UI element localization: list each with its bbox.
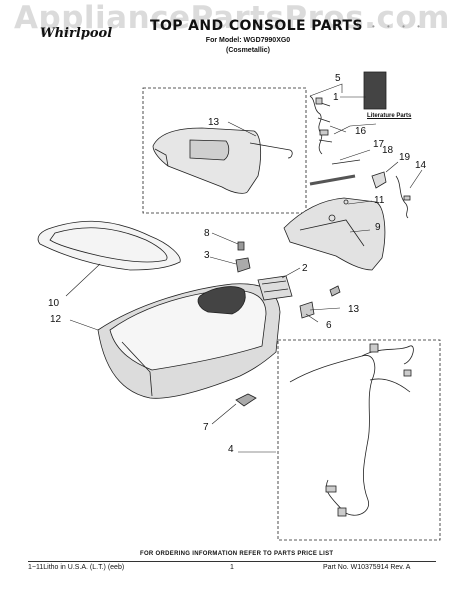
callout-7: 7 (203, 422, 209, 433)
callout-3: 3 (204, 250, 210, 261)
callout-20: 19 (399, 152, 411, 163)
lid-window-part (37, 220, 181, 271)
model-info: For Model: WGD7990XG0 (Cosmetallic) (193, 36, 303, 56)
callout-13: 13 (348, 304, 360, 315)
header-dots: • • • • • (357, 22, 425, 31)
control-board-part (257, 275, 293, 301)
screw-part (329, 285, 341, 297)
literature-parts-label: Literature Parts (367, 113, 412, 119)
callout-18: 17 (373, 139, 385, 150)
callout-17: 16 (355, 126, 367, 137)
console-panel-part (152, 127, 293, 194)
page-title: TOP AND CONSOLE PARTS (150, 18, 363, 34)
callout-2: 2 (302, 263, 308, 274)
wire-harness-part (289, 343, 414, 517)
model-line: For Model: WGD7990XG0 (205, 37, 291, 44)
wiring-parts (309, 71, 411, 219)
callout-5: 5 (335, 73, 341, 84)
callout-1: 1 (333, 92, 339, 103)
harness-group-box (277, 339, 441, 541)
callout-8: 8 (204, 228, 210, 239)
console-bracket-part (283, 197, 386, 271)
switch-part (299, 301, 315, 319)
callout-4: 4 (228, 444, 234, 455)
console-group-box (142, 87, 307, 214)
top-assembly-part (97, 283, 281, 399)
ordering-note: FOR ORDERING INFORMATION REFER TO PARTS … (140, 551, 334, 557)
callout-10: 10 (48, 298, 60, 309)
litho-text: 1−11Litho in U.S.A. (L.T.) (eeb) (28, 564, 125, 571)
model-variant: (Cosmetallic) (226, 47, 270, 54)
callout-19: 18 (382, 145, 394, 156)
callout-11: 11 (374, 195, 385, 206)
callout-6: 6 (326, 320, 332, 331)
page-number: 1 (230, 564, 234, 571)
part-number: Part No. W10375914 Rev. A (323, 564, 411, 571)
callout-9: 9 (375, 222, 381, 233)
brand-logo: Whirlpool (40, 26, 113, 41)
leader-lines (65, 83, 423, 453)
callout-12: 12 (50, 314, 62, 325)
callout-14: 13 (208, 117, 220, 128)
footer-rule (28, 561, 436, 562)
small-switch-parts (235, 241, 251, 273)
latch-part (235, 393, 257, 407)
callout-16: 14 (415, 160, 427, 171)
